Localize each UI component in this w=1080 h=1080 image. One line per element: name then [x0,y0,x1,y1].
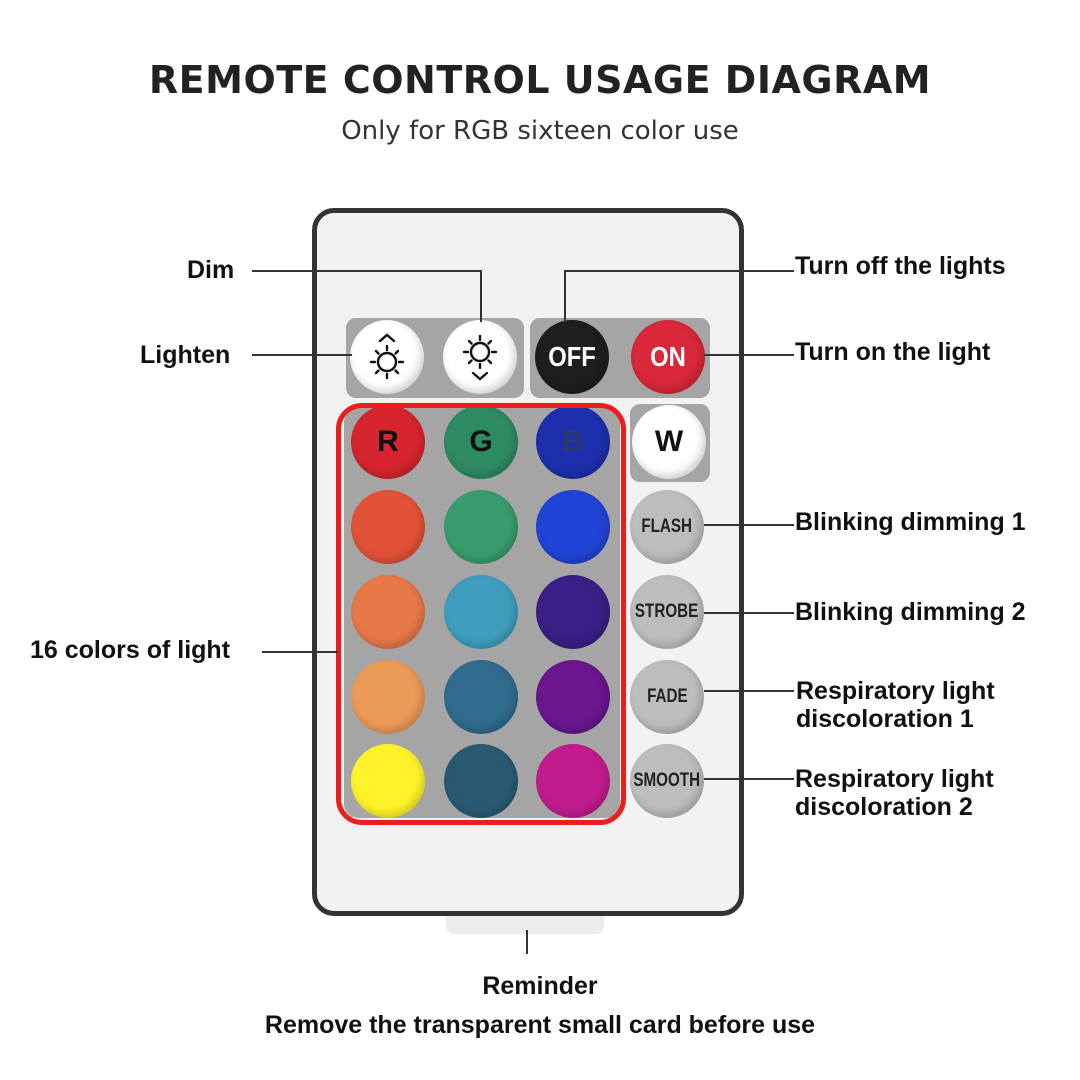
strobe-label: STROBE [635,601,699,622]
brightness-up-icon [369,333,405,380]
color-button[interactable] [536,660,610,734]
turn-off-leader-h [564,270,794,272]
fade-leader [704,690,794,692]
strobe-button[interactable]: STROBE [630,575,704,649]
color-button[interactable] [536,575,610,649]
transparent-card [446,916,604,934]
color-button[interactable] [536,744,610,818]
lighten-button[interactable] [350,320,424,394]
dim-leader-v [480,270,482,322]
white-button[interactable]: W [632,405,706,479]
color-button[interactable] [536,490,610,564]
colors-label: 16 colors of light [30,636,231,664]
turn-on-label: Turn on the light [795,338,991,366]
blue-label: B [562,425,584,458]
off-button[interactable]: OFF [535,320,609,394]
dim-leader-h [252,270,481,272]
color-button[interactable] [444,660,518,734]
color-highlight-frame [336,403,626,825]
smooth-leader [704,778,794,780]
smooth-desc-line2: discoloration 2 [795,793,973,821]
color-button[interactable] [444,744,518,818]
green-button[interactable]: G [444,405,518,479]
fade-desc-line1: Respiratory light [796,677,995,705]
color-button[interactable] [351,575,425,649]
color-button[interactable] [444,490,518,564]
fade-desc-line2: discoloration 1 [796,705,974,733]
on-label: ON [650,341,686,372]
strobe-desc-label: Blinking dimming 2 [795,598,1026,626]
flash-desc-label: Blinking dimming 1 [795,508,1026,536]
color-button[interactable] [351,744,425,818]
white-label: W [654,425,684,458]
page-subtitle: Only for RGB sixteen color use [341,116,739,146]
turn-off-label: Turn off the lights [795,252,1006,280]
off-label: OFF [548,341,596,372]
flash-leader [704,524,794,526]
flash-button[interactable]: FLASH [630,490,704,564]
smooth-desc-line1: Respiratory light [795,765,994,793]
lighten-leader [252,354,352,356]
fade-label: FADE [646,686,688,707]
lighten-label: Lighten [140,341,231,369]
color-button[interactable] [351,490,425,564]
on-button[interactable]: ON [631,320,705,394]
color-button[interactable] [444,575,518,649]
fade-button[interactable]: FADE [630,660,704,734]
green-label: G [469,425,493,458]
flash-label: FLASH [641,516,693,537]
dim-label: Dim [187,256,235,284]
strobe-leader [704,612,794,614]
reminder-leader [526,930,528,954]
red-label: R [377,425,399,458]
blue-button[interactable]: B [536,405,610,479]
smooth-button[interactable]: SMOOTH [630,744,704,818]
brightness-down-icon [462,334,498,381]
red-button[interactable]: R [351,405,425,479]
smooth-label: SMOOTH [633,770,701,791]
color-button[interactable] [351,660,425,734]
turn-on-leader [704,354,794,356]
reminder-title: Reminder [482,972,598,1000]
page-title: REMOTE CONTROL USAGE DIAGRAM [148,58,932,102]
turn-off-leader-v [564,270,566,322]
colors-leader [262,651,338,653]
dim-button[interactable] [443,320,517,394]
reminder-note: Remove the transparent small card before… [264,1011,816,1039]
